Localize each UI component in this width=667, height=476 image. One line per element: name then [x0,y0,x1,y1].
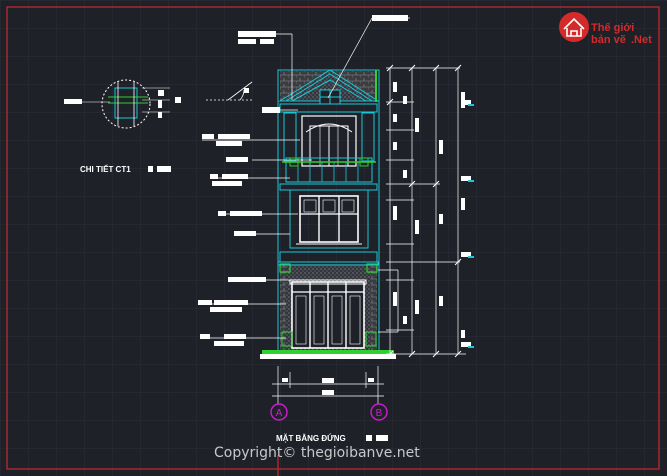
building-elevation [260,69,396,359]
axis-bubble-b [370,403,388,421]
logo-line1: Thế giới [591,22,634,34]
sheet-frame [6,6,660,470]
detail-label: CHI TIẾT CT1 [80,164,131,174]
balcony-railing [285,157,373,183]
axis-bubbles: A B [270,403,388,421]
elevation-title: MẶT BẰNG ĐỨNG [276,434,346,443]
detail-circle [101,79,151,129]
dimension-values [393,82,471,347]
annotation-tags [198,15,408,346]
ground-line [260,354,396,359]
logo-suffix: .Net [631,34,652,46]
roof-slope-indicator [206,81,253,101]
copyright-watermark: Copyright© thegioibanve.net [214,445,420,461]
logo-house-icon [559,12,589,42]
elevation-scale-mark-2 [376,435,388,441]
detail-scale-mark-2 [157,166,171,172]
bottom-dimension-values [282,378,374,395]
axis-label-b: B [376,408,383,419]
logo-line2: bản vẽ [591,34,626,46]
detail-ct1 [80,79,170,129]
detail-dim-marks [64,90,181,118]
detail-scale-mark [148,166,153,172]
level-markers [468,104,474,348]
axis-label-a: A [276,408,283,419]
middle-window [299,195,359,243]
dimension-lines [378,67,466,355]
elevation-scale-mark [366,435,372,441]
axis-bubble-a [270,403,288,421]
bottom-dimensions [272,366,384,404]
dimension-ticks [386,64,462,358]
logo: Thế giới bản vẽ .Net [559,12,652,46]
